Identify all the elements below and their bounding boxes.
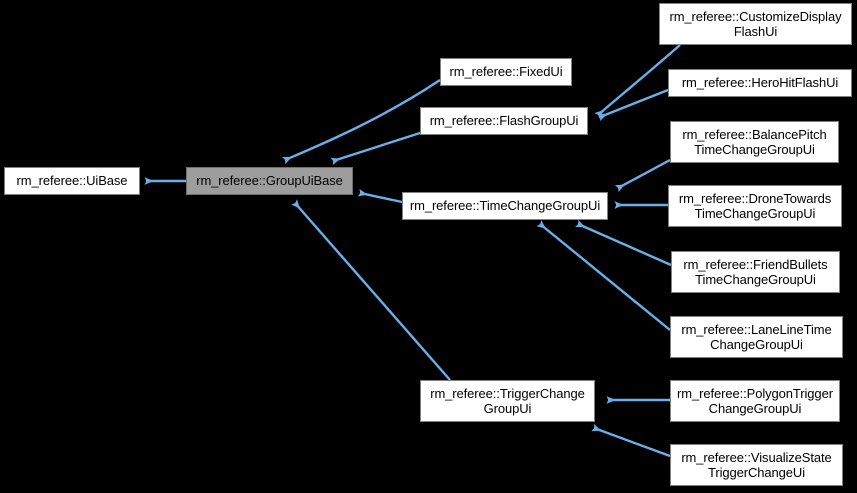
class-node-label: rm_referee::FriendBullets TimeChangeGrou… xyxy=(683,256,828,288)
inheritance-edge-herohitflashui-to-flashgroupui xyxy=(597,88,669,122)
inheritance-edge-fixedui-to-groupuibase xyxy=(282,79,441,165)
inheritance-edge-lanelinetimechangegroupui-to-timechangegroupui xyxy=(536,220,671,331)
class-node-fixedui[interactable]: rm_referee::FixedUi xyxy=(440,58,572,86)
inheritance-edge-flashgroupui-to-groupuibase xyxy=(330,131,421,166)
class-node-uibase[interactable]: rm_referee::UiBase xyxy=(4,167,140,195)
class-node-label: rm_referee::FlashGroupUi xyxy=(429,113,579,129)
class-node-label: rm_referee::HeroHitFlashUi xyxy=(681,75,839,91)
edge-group xyxy=(144,44,681,458)
class-node-timechangegroupui[interactable]: rm_referee::TimeChangeGroupUi xyxy=(402,192,608,220)
class-node-groupuibase[interactable]: rm_referee::GroupUiBase xyxy=(186,167,353,195)
class-node-lanelinetimechangegroupui[interactable]: rm_referee::LaneLineTime ChangeGroupUi xyxy=(670,316,843,358)
class-node-flashgroupui[interactable]: rm_referee::FlashGroupUi xyxy=(420,107,588,135)
class-node-balancepitchtimechangegroupui[interactable]: rm_referee::BalancePitch TimeChangeGroup… xyxy=(670,121,839,163)
inheritance-edge-visualizestatetriggerchangeui-to-triggerchangegroupui xyxy=(591,423,671,458)
class-node-dronetowardstimechangegroupui[interactable]: rm_referee::DroneTowards TimeChangeGroup… xyxy=(668,185,842,227)
inheritance-edge-triggerchangegroupui-to-groupuibase xyxy=(291,199,451,381)
class-node-label: rm_referee::LaneLineTime ChangeGroupUi xyxy=(681,321,832,353)
class-node-label: rm_referee::TriggerChange GroupUi xyxy=(430,385,585,417)
class-node-label: rm_referee::FixedUi xyxy=(449,64,563,80)
class-node-label: rm_referee::DroneTowards TimeChangeGroup… xyxy=(678,190,832,222)
class-node-friendbulletstimechangegroupui[interactable]: rm_referee::FriendBullets TimeChangeGrou… xyxy=(671,251,840,293)
inheritance-edge-timechangegroupui-to-groupuibase xyxy=(357,188,403,204)
class-node-label: rm_referee::VisualizeState TriggerChange… xyxy=(681,449,832,481)
class-node-visualizestatetriggerchangeui[interactable]: rm_referee::VisualizeState TriggerChange… xyxy=(670,444,843,486)
class-node-label: rm_referee::BalancePitch TimeChangeGroup… xyxy=(682,126,827,158)
class-node-herohitflashui[interactable]: rm_referee::HeroHitFlashUi xyxy=(668,69,852,97)
class-node-label: rm_referee::PolygonTrigger ChangeGroupUi xyxy=(677,385,833,417)
class-node-label: rm_referee::TimeChangeGroupUi xyxy=(409,198,601,214)
class-node-customizedisplayflashui[interactable]: rm_referee::CustomizeDisplay FlashUi xyxy=(659,3,852,45)
class-node-label: rm_referee::UiBase xyxy=(16,173,128,189)
class-node-polygontriggerchangegroupui[interactable]: rm_referee::PolygonTrigger ChangeGroupUi xyxy=(670,380,840,422)
class-node-triggerchangegroupui[interactable]: rm_referee::TriggerChange GroupUi xyxy=(420,380,595,422)
inheritance-edge-friendbulletstimechangegroupui-to-timechangegroupui xyxy=(575,219,672,267)
inheritance-edge-balancepitchtimechangegroupui-to-timechangegroupui xyxy=(614,158,671,193)
class-node-label: rm_referee::CustomizeDisplay FlashUi xyxy=(669,8,842,40)
class-node-label: rm_referee::GroupUiBase xyxy=(196,173,343,189)
